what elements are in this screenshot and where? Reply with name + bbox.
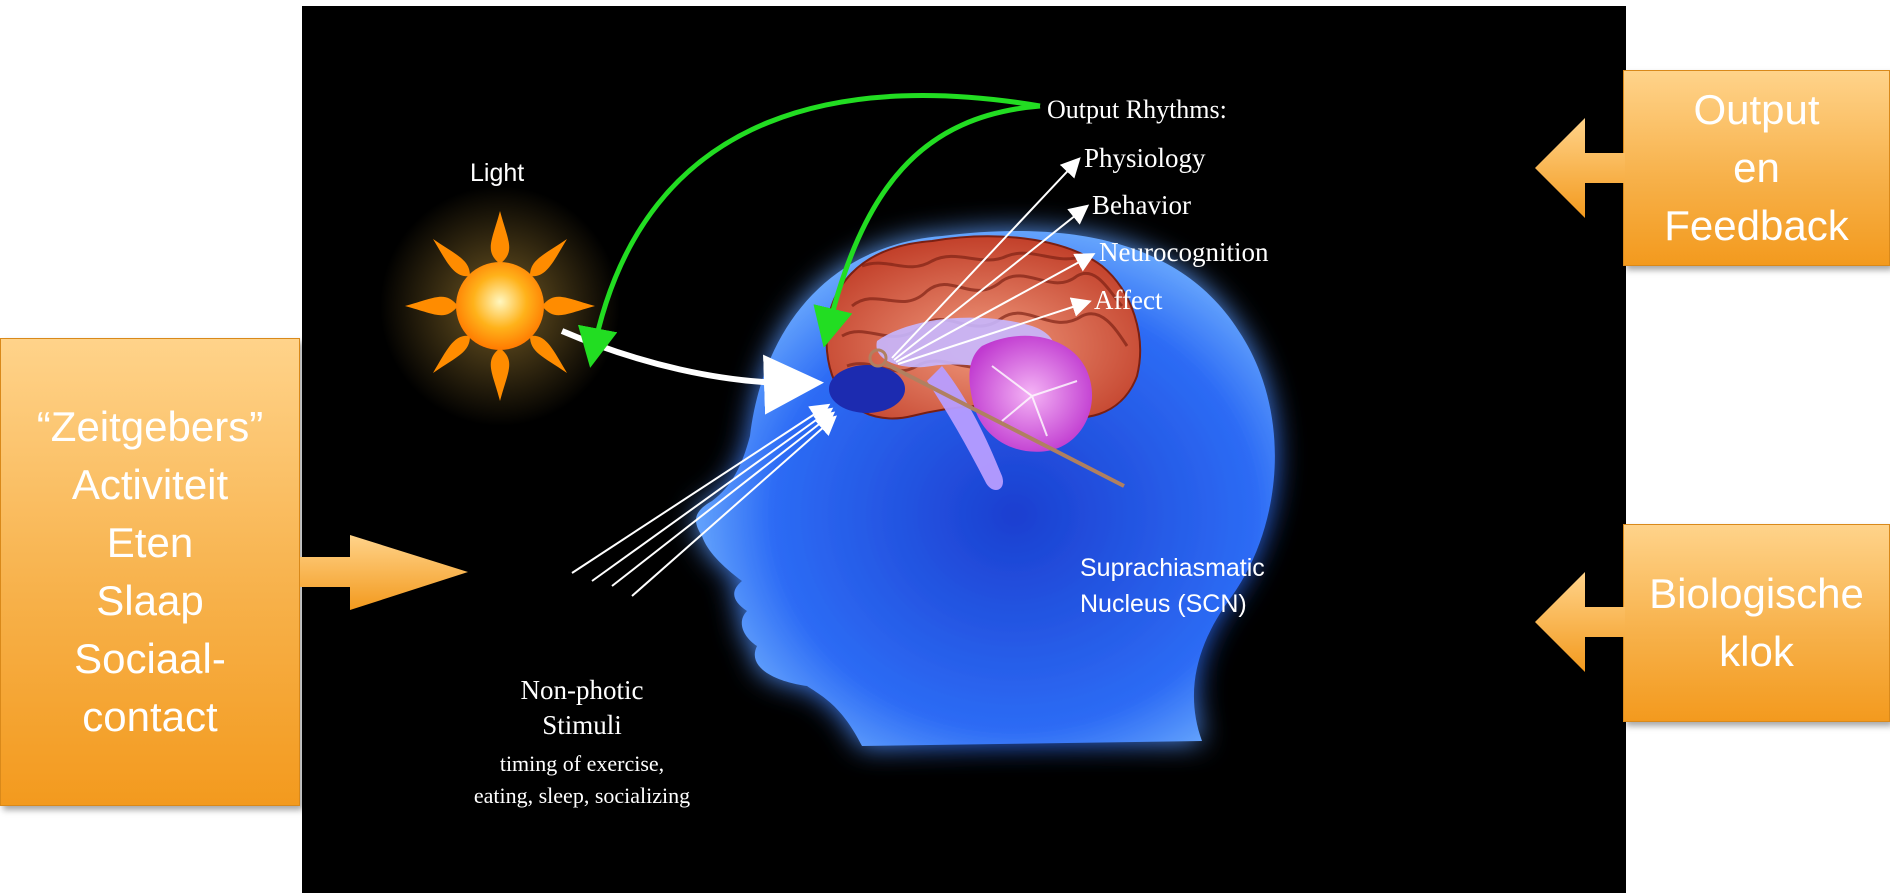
zeitgebers-arrow — [300, 535, 470, 610]
output-physiology: Physiology — [1084, 143, 1206, 173]
callout-line: Eten — [1, 514, 299, 572]
scn-label-line1: Suprachiasmatic — [1080, 554, 1265, 582]
sun-icon — [380, 186, 620, 426]
biological-clock-callout: Biologische klok — [1623, 524, 1890, 722]
output-title: Output Rhythms: — [1047, 95, 1227, 124]
callout-line: en — [1624, 139, 1889, 197]
circadian-illustration: Light Output Rhythms: Physiology Behavio… — [302, 6, 1626, 893]
callout-line: Output — [1624, 81, 1889, 139]
nonphotic-title-line1: Non-photic — [521, 675, 644, 705]
output-feedback-arrow — [1535, 118, 1625, 218]
callout-line: Biologische — [1624, 565, 1889, 623]
callout-line: Slaap — [1, 572, 299, 630]
callout-line: “Zeitgebers” — [1, 398, 299, 456]
callout-line: Activiteit — [1, 456, 299, 514]
callout-line: klok — [1624, 623, 1889, 681]
circadian-figure: Light Output Rhythms: Physiology Behavio… — [302, 6, 1626, 893]
zeitgebers-callout: “Zeitgebers” Activiteit Eten Slaap Socia… — [0, 338, 300, 806]
light-label: Light — [470, 159, 524, 187]
nonphotic-detail-line2: eating, sleep, socializing — [474, 783, 690, 808]
output-neurocognition: Neurocognition — [1099, 237, 1269, 267]
output-behavior: Behavior — [1092, 190, 1191, 220]
callout-line: Feedback — [1624, 197, 1889, 255]
callout-line: Sociaal- — [1, 630, 299, 688]
biological-clock-arrow — [1535, 572, 1625, 672]
output-feedback-callout: Output en Feedback — [1623, 70, 1890, 266]
output-affect: Affect — [1094, 285, 1163, 315]
nonphotic-detail-line1: timing of exercise, — [500, 751, 664, 776]
callout-line: contact — [1, 688, 299, 746]
scn-label-line2: Nucleus (SCN) — [1080, 590, 1247, 618]
nonphotic-title-line2: Stimuli — [542, 710, 622, 740]
